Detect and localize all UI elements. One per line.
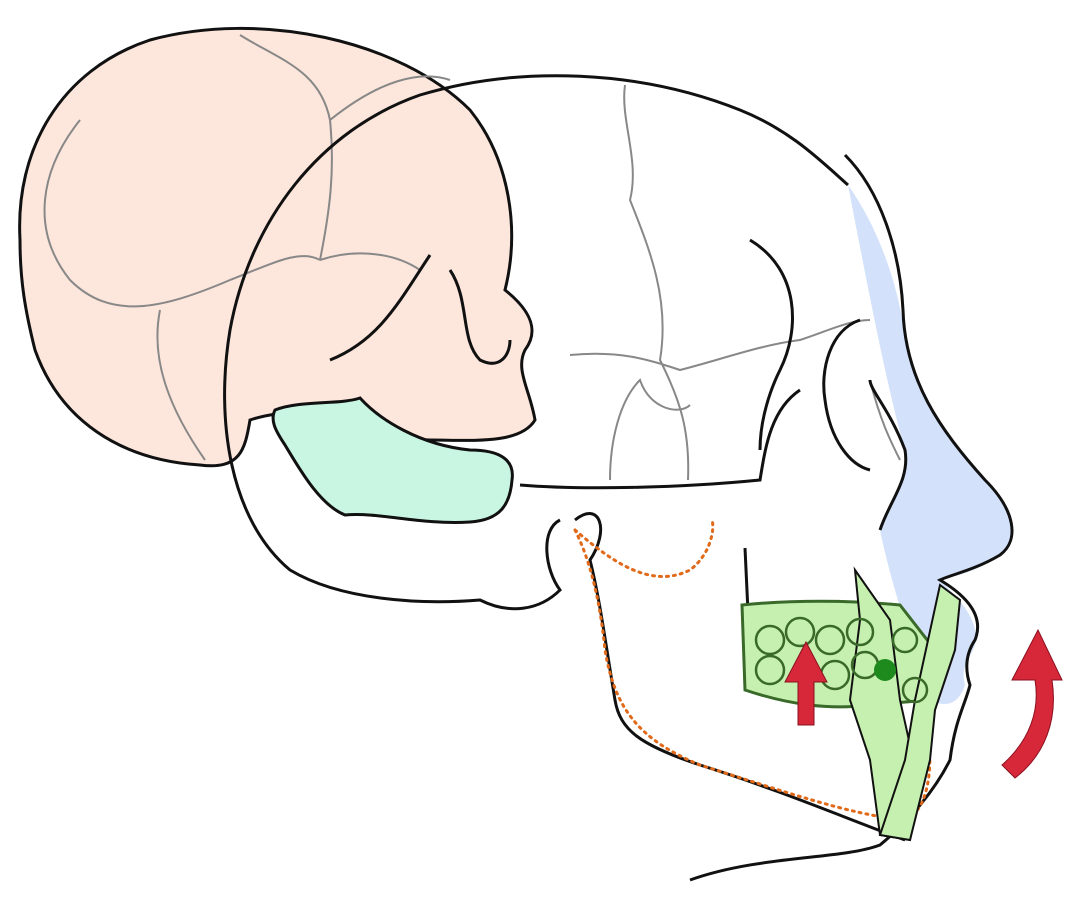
infant-skull — [18, 26, 537, 468]
mandible — [574, 512, 906, 842]
infant-palate — [271, 396, 514, 524]
tooth — [754, 654, 786, 686]
adult-cranium — [223, 74, 849, 611]
tooth — [814, 624, 846, 656]
tooth — [784, 616, 816, 648]
lower-incisor-band — [878, 583, 962, 842]
tooth — [845, 617, 875, 647]
rotation-point — [874, 659, 896, 681]
nasal-soft-tissue — [848, 185, 1012, 705]
adult-skull — [223, 74, 901, 611]
rotation-arrow-icon — [1001, 628, 1063, 779]
adult-suture — [569, 84, 901, 481]
tooth — [754, 624, 786, 656]
infant-suture — [43, 34, 451, 461]
tooth — [891, 626, 919, 654]
adult-orbit — [749, 238, 871, 472]
nasal-outline — [868, 379, 908, 531]
upward-arrow-icon — [784, 640, 828, 726]
tooth — [901, 676, 929, 704]
infant-orbit — [329, 254, 512, 365]
infant-cranium — [18, 26, 537, 468]
ramus-line — [743, 547, 750, 613]
